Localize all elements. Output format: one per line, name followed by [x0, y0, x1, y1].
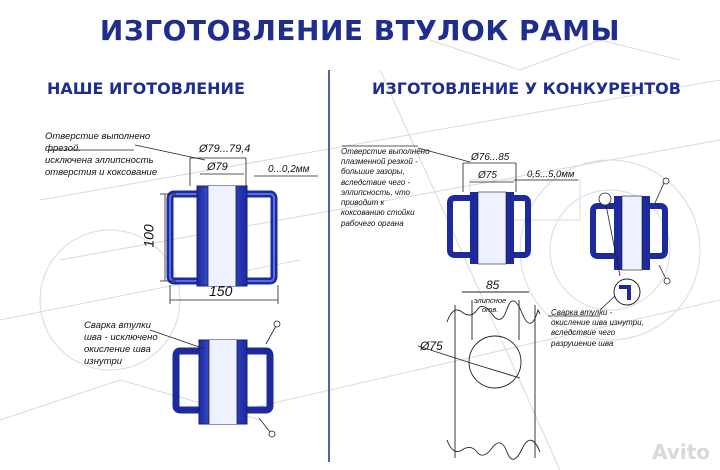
left-dimension-lines [134, 144, 318, 304]
right-dim-85: 85 [486, 278, 500, 292]
right-dim-range: Ø76...85 [471, 152, 510, 163]
right-dim-gap: 0,5...5,0мм [527, 169, 575, 180]
right-dim-75: Ø75 [420, 339, 443, 353]
note-line: окисление шва [84, 343, 151, 355]
note-line: вследствие чего - [341, 177, 411, 187]
left-dim-height: 100 [140, 224, 157, 248]
note-line: Сварка втулки [84, 320, 151, 331]
note-line: отв. [481, 304, 499, 314]
right-bushing-section [447, 191, 531, 265]
right-dimension-lines [417, 147, 578, 192]
right-heading: ИЗГОТОВЛЕНИЕ У КОНКУРЕНТОВ [372, 79, 681, 98]
note-line: фрезой. [45, 142, 81, 154]
ellipse-hole-tube [417, 291, 541, 460]
left-dim-range: Ø79...79,4 [199, 143, 251, 155]
note-line: эллипсность, что [341, 187, 410, 197]
note-leaders [48, 145, 600, 317]
note-line: окисление шва изнутри, [551, 318, 644, 328]
left-weld-bushing [149, 320, 281, 438]
left-heading: НАШЕ ИГОТОВЛЕНИЕ [47, 79, 245, 98]
page-title: ИЗГОТОВЛЕНИЕ ВТУЛОК РАМЫ [99, 14, 621, 47]
right-weld-bushing [590, 177, 671, 311]
left-bushing-section [166, 185, 278, 287]
left-top-note: Отверстие выполнено фрезой. исключена эл… [45, 131, 157, 179]
left-weld-note: Сварка втулки шва - исключено окисление … [84, 320, 158, 368]
note-line: Отверстие выполнено [341, 147, 430, 156]
note-line: коксованию стойки [341, 208, 415, 218]
note-line: изнутри [84, 355, 123, 367]
avito-watermark: Avito [652, 440, 710, 464]
right-dim-inner: Ø75 [478, 170, 497, 181]
note-line: Отверстие выполнено [45, 131, 151, 142]
note-line: плазменной резкой - [341, 157, 418, 167]
right-top-note: Отверстие выполнено плазменной резкой - … [341, 147, 430, 229]
ellipse-label: элипсное отв. [474, 296, 507, 314]
note-line: исключена эллипсность [45, 154, 154, 166]
note-line: элипсное [474, 296, 507, 305]
right-weld-note: Сварка втулки - окисление шва изнутри, в… [551, 308, 644, 349]
note-line: отверстия и коксование [45, 166, 158, 178]
left-dim-gap: 0...0,2мм [268, 164, 310, 175]
note-line: разрушение шва [551, 338, 614, 348]
note-line: Сварка втулки - [551, 308, 613, 317]
left-dim-inner: Ø79 [207, 161, 228, 173]
note-line: вследствие чего [551, 328, 616, 338]
note-line: приводит к [341, 198, 385, 208]
note-line: большие зазоры, [341, 167, 405, 177]
left-dim-width: 150 [209, 283, 233, 299]
note-line: рабочего органа [341, 218, 404, 228]
note-line: шва - исключено [84, 331, 158, 343]
